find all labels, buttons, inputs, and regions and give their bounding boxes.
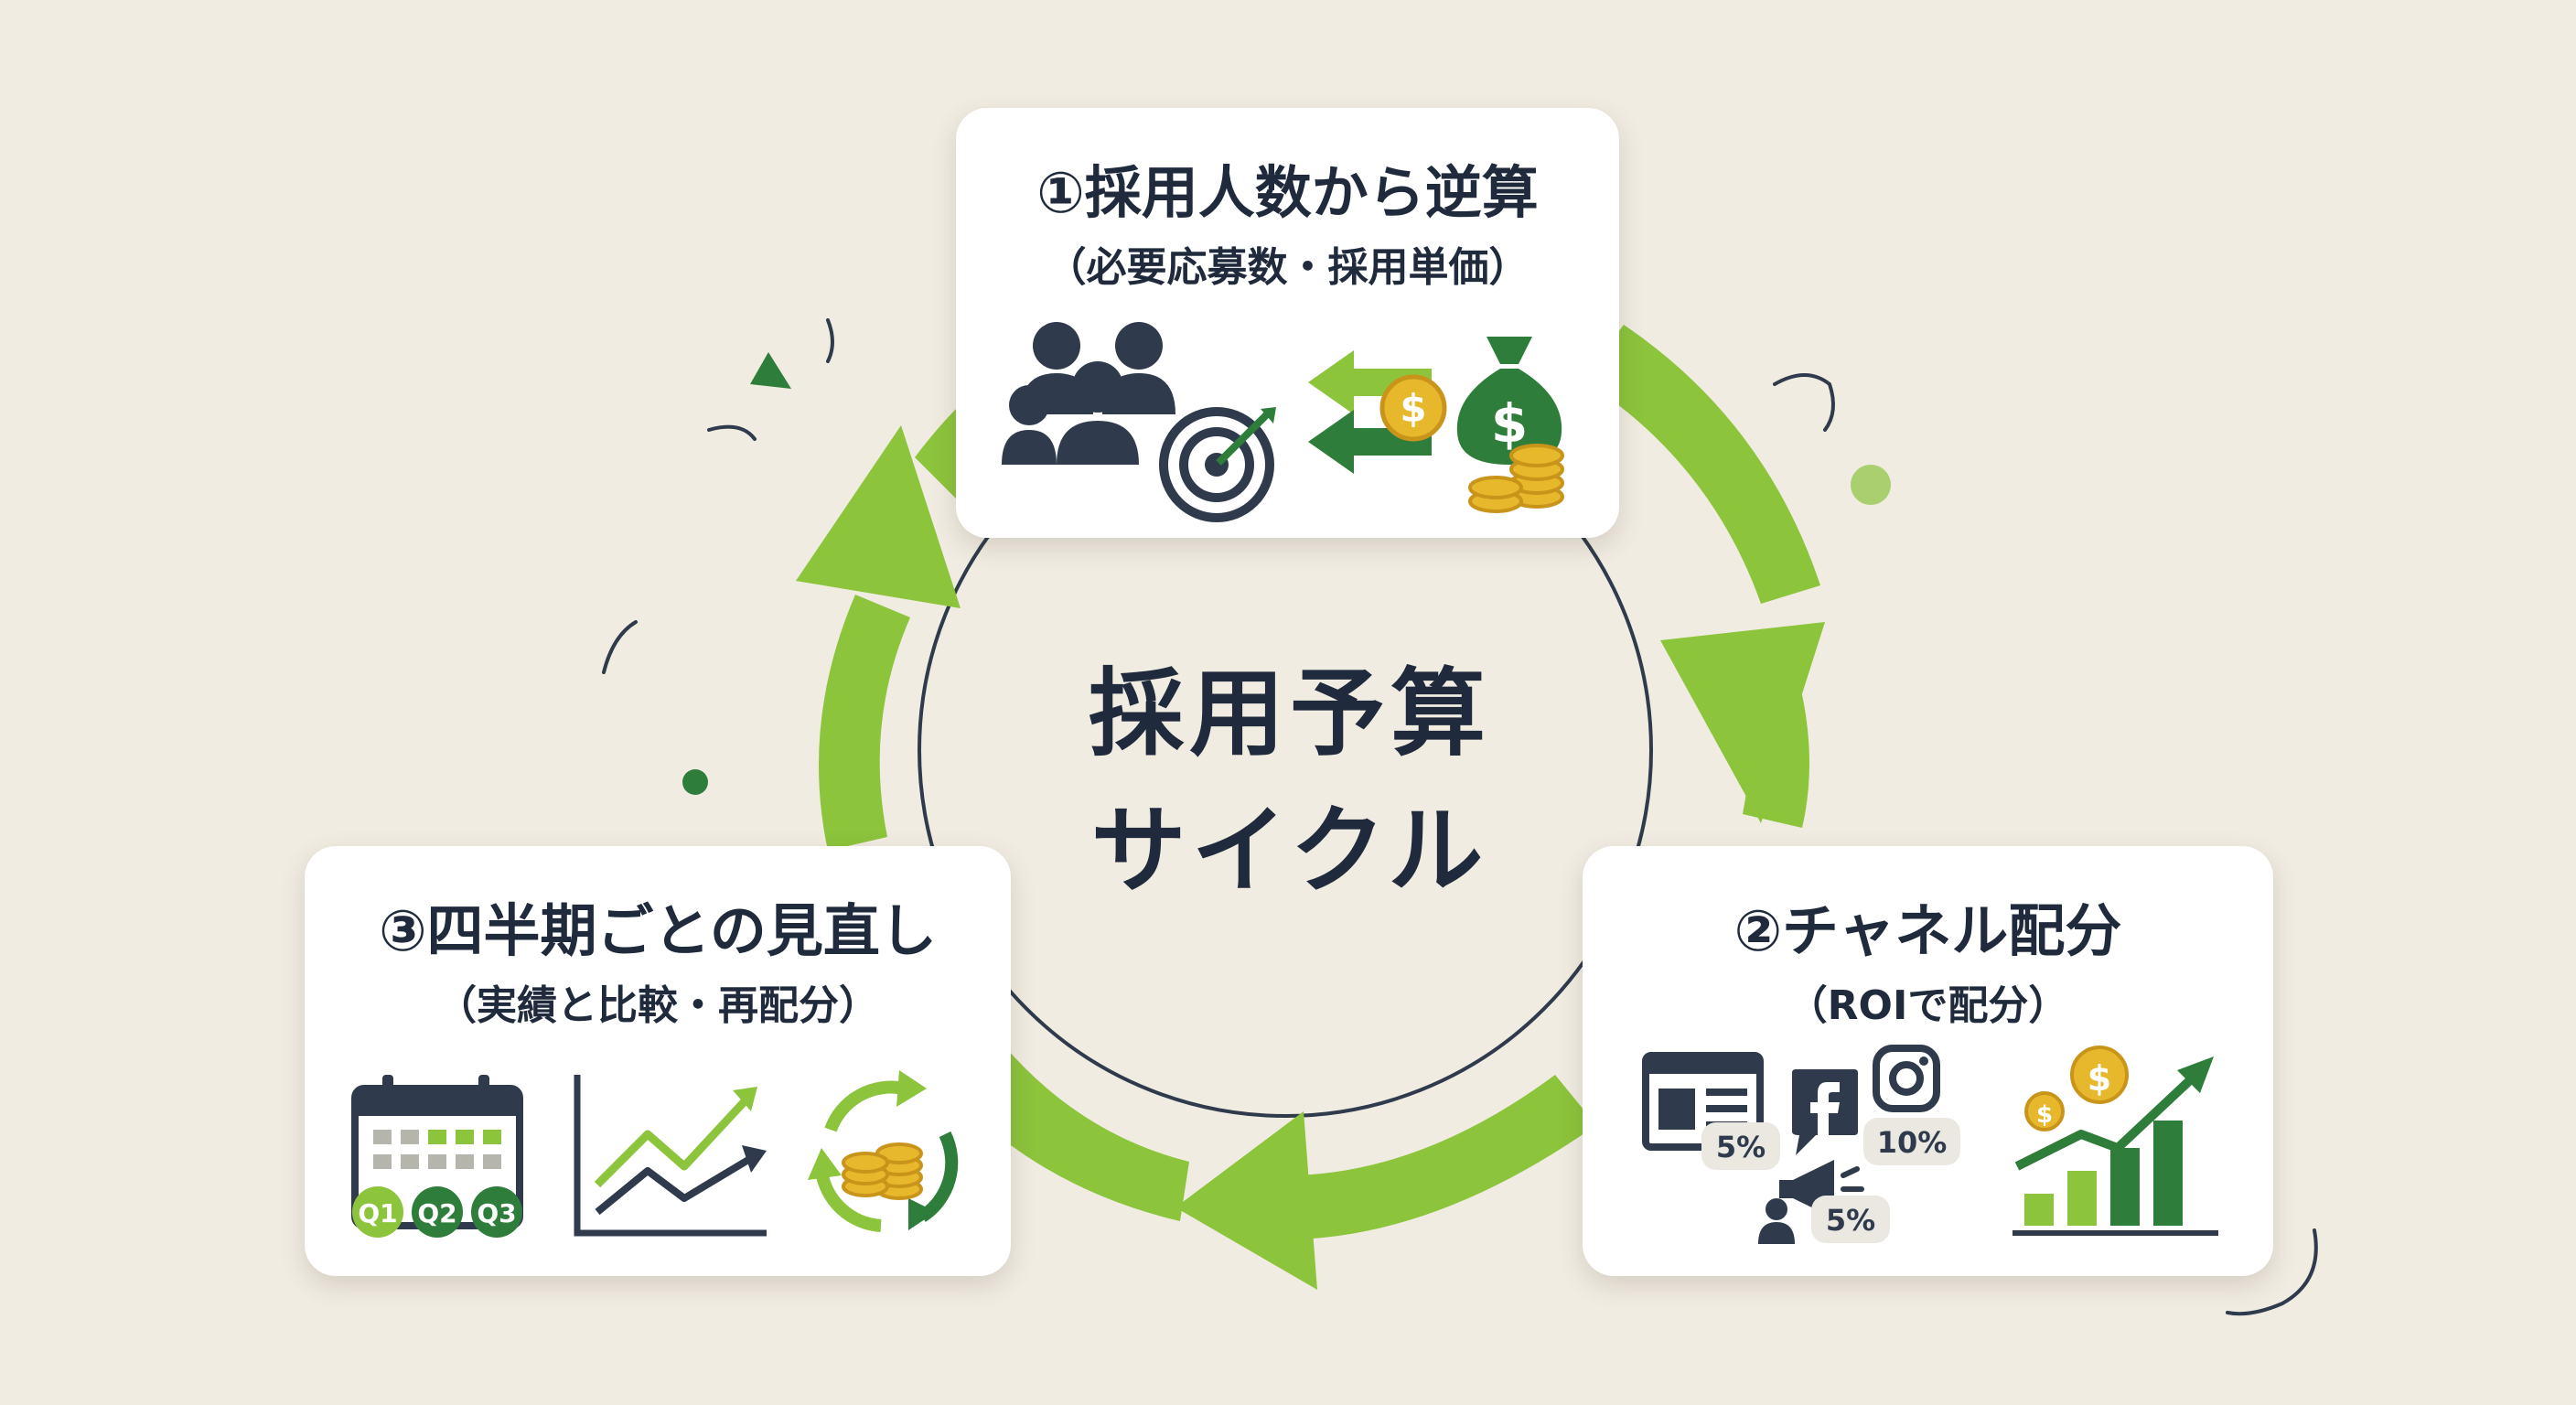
center-title: 採用予算 サイクル	[1006, 645, 1573, 919]
quarter-q1: Q1	[358, 1198, 397, 1228]
target-icon	[1159, 407, 1276, 522]
instagram-icon	[1873, 1045, 1940, 1112]
share-pill-2: 10%	[1863, 1118, 1960, 1165]
step-card-2: ②チャネル配分 （ROIで配分） 5% 10%	[1583, 846, 2273, 1276]
svg-text:$: $	[1491, 392, 1528, 455]
decorative-dot-green	[682, 769, 708, 795]
share-pill-1: 5%	[1701, 1122, 1780, 1170]
step-card-3: ③四半期ごとの見直し （実績と比較・再配分） Q1 Q2 Q3	[305, 846, 1011, 1276]
svg-text:$: $	[1400, 386, 1426, 431]
line-chart-icon	[574, 1075, 767, 1237]
growth-chart-icon: $ $	[2012, 1046, 2218, 1236]
people-icon	[1002, 322, 1175, 465]
quarter-q2: Q2	[417, 1198, 456, 1228]
step-2-subtitle: （ROIで配分）	[1787, 982, 2069, 1029]
step-1-title: ①採用人数から逆算	[1036, 159, 1539, 226]
center-title-line1: 採用予算	[1088, 658, 1491, 769]
step-1-subtitle: （必要応募数・採用単価）	[1046, 244, 1530, 291]
refresh-cycle-icon	[808, 1070, 959, 1232]
exchange-arrows-icon	[1308, 350, 1432, 474]
share-2-text: 10%	[1877, 1125, 1948, 1160]
share-1-text: 5%	[1716, 1130, 1766, 1164]
facebook-icon	[1792, 1069, 1858, 1155]
step-2-title: ②チャネル配分	[1733, 897, 2122, 964]
step-3-title: ③四半期ごとの見直し	[379, 897, 937, 964]
share-pill-3: 5%	[1811, 1196, 1890, 1243]
cycle-arrow-1	[1583, 325, 1825, 828]
calendar-icon: Q1 Q2 Q3	[351, 1075, 523, 1238]
coin-stack-icon	[1468, 444, 1564, 513]
money-bag-icon: $	[1456, 337, 1562, 465]
share-3-text: 5%	[1826, 1203, 1875, 1238]
center-title-line2: サイクル	[1090, 795, 1489, 906]
web-ad-icon	[1642, 1052, 1764, 1151]
decorative-dot-light	[1851, 465, 1891, 505]
svg-text:$: $	[2088, 1058, 2111, 1099]
step-3-subtitle: （実績と比較・再配分）	[436, 982, 879, 1029]
step-card-1: ①採用人数から逆算 （必要応募数・採用単価） $	[956, 108, 1619, 538]
decorative-leaf	[750, 352, 791, 389]
svg-text:$: $	[2036, 1101, 2053, 1129]
coin-icon: $	[1379, 374, 1447, 442]
quarter-q3: Q3	[477, 1198, 516, 1228]
cycle-arrow-2	[951, 1043, 1596, 1290]
